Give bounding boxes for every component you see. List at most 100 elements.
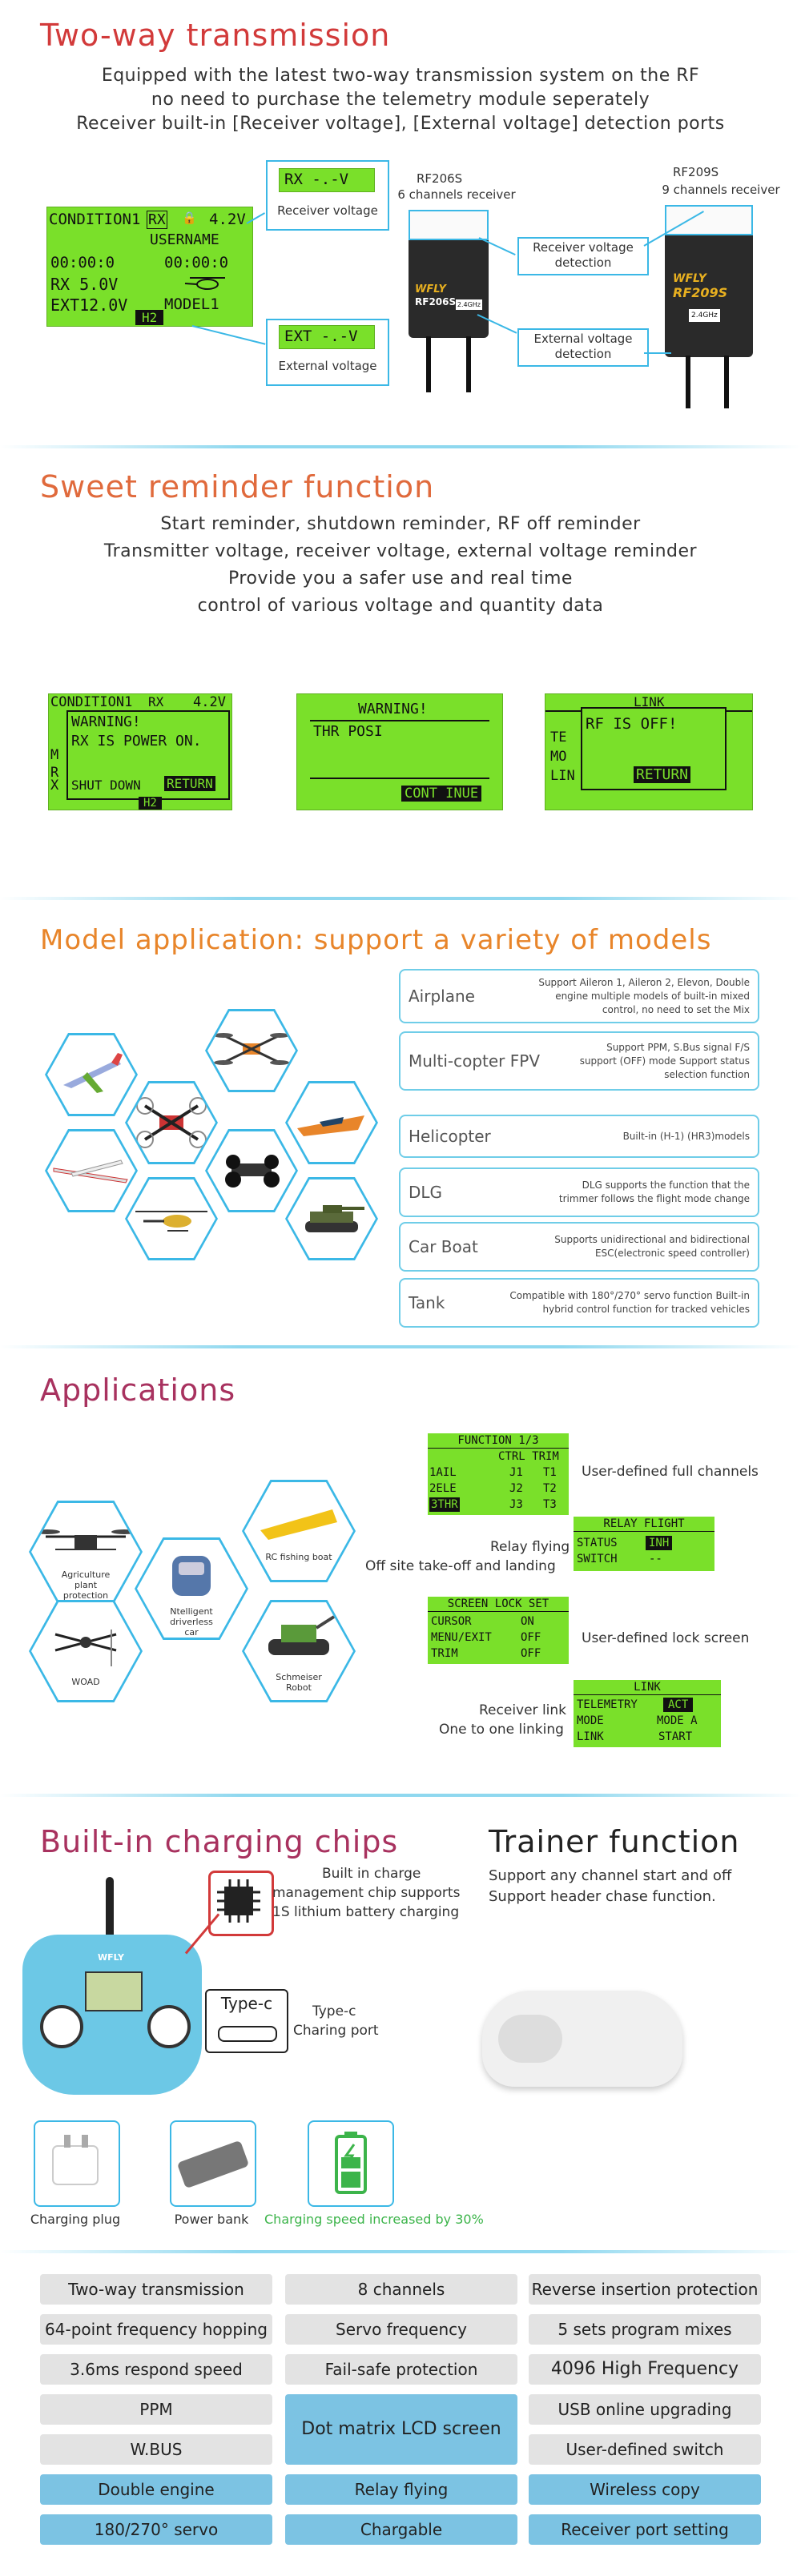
continue-button[interactable]: CONT INUE	[401, 786, 482, 802]
section-divider	[0, 2250, 801, 2253]
lcd-timer2: 00:00:0	[164, 254, 229, 271]
lcd-h2: H2	[135, 310, 164, 325]
rf-off-screen: LINK TE MO LIN RF IS OFF! RETURN	[545, 693, 753, 810]
section-charging-trainer: Built-in charging chips Trainer function…	[0, 1797, 801, 2250]
stick-left	[40, 2005, 83, 2048]
section-feature-grid: Two-way transmission 8 channels Reverse …	[0, 2253, 801, 2576]
ext-voltage-callout: EXT -.-V External voltage	[266, 319, 389, 386]
drone-icon	[214, 1033, 289, 1065]
model-desc: Support Aileron 1, Aileron 2, Elevon, Do…	[538, 976, 750, 1015]
hex-driverless-car: Ntelligent driverless car	[135, 1537, 248, 1640]
lock-row-value[interactable]: OFF	[521, 1631, 541, 1644]
rf206-receiver: WFLY RF206S 2.4GHz	[409, 210, 489, 338]
rf206-desc: 6 channels receiver	[397, 187, 516, 202]
link-row-value[interactable]: START	[658, 1730, 693, 1743]
feature-chip: W.BUS	[40, 2434, 272, 2465]
description-line: Start reminder, shutdown reminder, RF of…	[160, 514, 641, 534]
transmitter-brand: WFLY	[98, 1952, 124, 1963]
feature-chip: Wireless copy	[529, 2474, 761, 2505]
link-row-label: MODE	[577, 1714, 604, 1727]
function-screen: FUNCTION 1/3 CTRL TRIM 1AIL J1 T1 2ELE J…	[428, 1433, 569, 1515]
link-row-value[interactable]: MODE A	[657, 1714, 698, 1727]
connector-line	[191, 325, 266, 345]
external-voltage-detection: External voltage detection	[517, 328, 649, 367]
return-button[interactable]: RETURN	[164, 776, 215, 791]
bg-link-title: LINK	[634, 694, 665, 709]
hex-fishing-boat: RC fishing boat	[242, 1480, 356, 1582]
bg-volt: 4.2V	[193, 694, 226, 710]
lock-row-value[interactable]: ON	[521, 1615, 534, 1628]
transmitter-lcd-mini	[85, 1971, 143, 2011]
channel-trim: T2	[543, 1482, 557, 1495]
rule	[310, 720, 489, 721]
channel-trim: T1	[543, 1466, 557, 1479]
antenna	[686, 356, 690, 408]
hex-label: WOAD	[71, 1677, 100, 1687]
screen-header: LINK	[574, 1680, 721, 1695]
link-row-value[interactable]: ACT	[663, 1698, 694, 1712]
glider-icon	[53, 1159, 128, 1184]
description-line: control of various voltage and quantity …	[197, 596, 604, 616]
link-row-label: TELEMETRY	[577, 1698, 638, 1711]
trainer-title: Trainer function	[489, 1824, 740, 1859]
boat-icon	[297, 1115, 364, 1136]
model-desc: Built-in (H-1) (HR3)models	[622, 1130, 750, 1142]
hex-car	[205, 1129, 298, 1212]
model-airplane: Airplane Support Aileron 1, Aileron 2, E…	[399, 969, 759, 1023]
lcd-condition: CONDITION1	[49, 211, 141, 228]
section-divider	[0, 897, 801, 900]
side-label: User-defined full channels	[582, 1464, 759, 1480]
side-label: User-defined lock screen	[582, 1630, 750, 1646]
section-title: Sweet reminder function	[40, 469, 435, 504]
model-desc: Supports unidirectional and bidirectiona…	[554, 1234, 750, 1259]
section-divider	[0, 1794, 801, 1797]
fishing-boat-icon	[260, 1509, 337, 1540]
hex-glider	[45, 1129, 138, 1212]
lcd-h2: H2	[139, 797, 162, 810]
lcd-model: MODEL1	[164, 295, 219, 313]
icon-label: Charging speed increased by 30%	[264, 2212, 484, 2227]
ext-display: EXT -.-V	[279, 325, 375, 349]
rf209-model: RF209S	[673, 285, 728, 300]
rf-off-dialog: RF IS OFF! RETURN	[581, 707, 727, 790]
bg-lin: LIN	[550, 768, 575, 784]
rf206-name: RF206S	[417, 171, 463, 186]
rf209-receiver: WFLY RF209S 2.4GHz	[665, 205, 753, 357]
lock-row-label: TRIM	[431, 1647, 458, 1660]
section-model-application: Model application: support a variety of …	[0, 900, 801, 1345]
model-desc: Compatible with 180°/270° servo function…	[509, 1290, 750, 1315]
chip-icon	[208, 1871, 274, 1936]
screen-subheader: CTRL TRIM	[498, 1450, 559, 1463]
ext-display-text: EXT -.-V	[284, 328, 358, 345]
robot-icon	[268, 1615, 336, 1655]
rf206-brand: WFLY	[415, 283, 446, 295]
section-sweet-reminder: Sweet reminder function Start reminder, …	[0, 448, 801, 897]
model-helicopter: Helicopter Built-in (H-1) (HR3)models	[399, 1115, 759, 1158]
side-label: Off site take-off and landing	[365, 1558, 556, 1574]
relay-status-value[interactable]: INH	[646, 1536, 673, 1550]
antenna	[466, 336, 471, 392]
lock-row-value[interactable]: OFF	[521, 1647, 541, 1660]
description-line: Provide you a safer use and real time	[228, 569, 573, 589]
warning-title: WARNING!	[71, 713, 141, 730]
shutdown-button[interactable]: SHUT DOWN	[71, 778, 141, 793]
bg-condition: CONDITION1	[50, 694, 133, 710]
ghz-badge: 2.4GHz	[689, 309, 720, 322]
typec-icon: Type-c	[205, 1989, 288, 2053]
driverless-car-icon	[172, 1556, 211, 1596]
section-divider	[0, 1345, 801, 1348]
return-button[interactable]: RETURN	[634, 766, 691, 783]
ext-caption: External voltage	[278, 359, 377, 373]
feature-chip: 8 channels	[285, 2274, 517, 2305]
description-line: Equipped with the latest two-way transmi…	[101, 66, 700, 86]
usb-port	[218, 2026, 277, 2042]
model-desc: DLG supports the function that the trimm…	[558, 1179, 750, 1204]
tank-icon	[305, 1205, 364, 1232]
screen-header: RELAY FLIGHT	[574, 1517, 714, 1532]
hex-label: Agriculture plant protection	[61, 1569, 111, 1601]
relay-switch-value[interactable]: --	[649, 1553, 662, 1565]
fpv-drone-icon	[136, 1097, 207, 1148]
screen-header: FUNCTION 1/3	[428, 1433, 569, 1449]
rx-voltage-callout: RX -.-V Receiver voltage	[266, 160, 389, 231]
section-title: Built-in charging chips	[40, 1824, 399, 1859]
